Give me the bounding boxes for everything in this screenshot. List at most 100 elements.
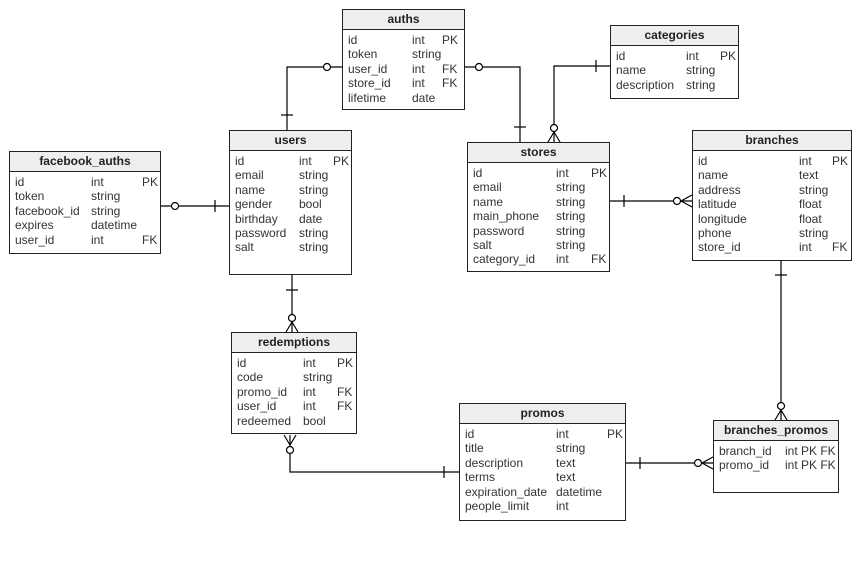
field-type: date xyxy=(412,90,436,105)
field-name: email xyxy=(473,180,502,195)
field-name: terms xyxy=(465,470,495,485)
field-name: user_id xyxy=(348,61,388,76)
field-type: string xyxy=(299,182,329,197)
field-row: user_id int FK xyxy=(348,62,459,76)
users-title: users xyxy=(230,131,351,151)
field-name: category_id xyxy=(473,252,536,267)
field-key: PK xyxy=(591,166,608,180)
field-name: id xyxy=(473,166,483,180)
field-name: lifetime xyxy=(348,90,387,105)
field-row: title string xyxy=(465,441,620,455)
field-key: FK xyxy=(442,76,458,91)
field-key: FK xyxy=(832,240,848,255)
auths-title: auths xyxy=(343,10,464,30)
field-name: user_id xyxy=(15,232,55,247)
field-type: string xyxy=(799,182,829,197)
field-name: user_id xyxy=(237,399,277,414)
field-type: string xyxy=(556,441,586,456)
field-type: int xyxy=(556,252,569,267)
field-name: id xyxy=(15,175,25,189)
field-type: text xyxy=(799,168,819,183)
field-type: int xyxy=(299,154,312,168)
field-name: people_limit xyxy=(465,498,530,513)
field-type: string xyxy=(412,47,442,62)
field-name: longitude xyxy=(698,211,747,226)
field-type: string xyxy=(299,168,329,183)
branches-promos-title: branches_promos xyxy=(714,421,838,441)
field-name: name xyxy=(473,194,504,209)
field-type: string xyxy=(303,370,333,385)
field-name: id xyxy=(237,356,247,370)
field-key: PK xyxy=(333,154,350,168)
field-key: PK xyxy=(337,356,354,370)
field-type: date xyxy=(299,211,323,226)
field-name: token xyxy=(15,189,45,204)
field-type: int xyxy=(303,399,316,414)
field-type: int xyxy=(799,240,812,255)
field-row: name text xyxy=(698,168,846,182)
field-type: int xyxy=(412,76,425,91)
field-name: branch_id xyxy=(719,444,772,458)
field-name: description xyxy=(616,77,675,92)
field-type: string xyxy=(686,63,716,78)
field-name: expiration_date xyxy=(465,484,548,499)
field-type: int xyxy=(303,356,316,370)
promos-title: promos xyxy=(460,404,625,424)
field-key: FK xyxy=(142,232,158,247)
field-type: int xyxy=(412,61,425,76)
field-type: int xyxy=(556,498,569,513)
field-type: string xyxy=(686,77,716,92)
field-type: string xyxy=(299,240,329,255)
stores-title: stores xyxy=(468,143,609,163)
field-row: expiration_date datetime xyxy=(465,485,620,499)
field-type: bool xyxy=(299,197,322,212)
field-name: code xyxy=(237,370,264,385)
field-name: name xyxy=(698,168,729,183)
field-name: id xyxy=(616,49,626,63)
field-name: title xyxy=(465,441,484,456)
field-name: salt xyxy=(235,240,254,255)
field-name: promo_id xyxy=(237,384,288,399)
field-key: PK xyxy=(607,427,624,441)
field-type: string xyxy=(556,223,586,238)
field-type: datetime xyxy=(556,484,603,499)
field-key: FK xyxy=(442,61,458,76)
categories-title: categories xyxy=(611,26,738,46)
field-name: id xyxy=(235,154,245,168)
field-row: code string xyxy=(237,370,351,384)
field-name: description xyxy=(465,455,524,470)
field-name: latitude xyxy=(698,197,737,212)
field-name: salt xyxy=(473,237,492,252)
field-name: id xyxy=(698,154,708,168)
